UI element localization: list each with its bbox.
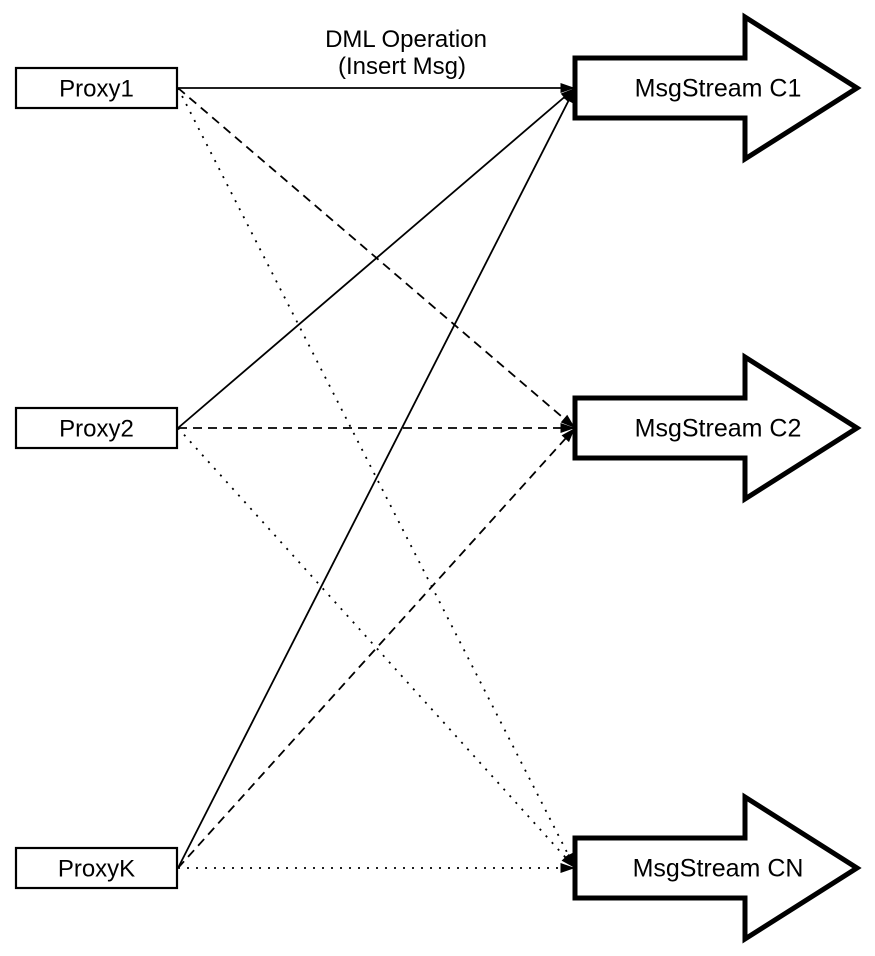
msgstream-c1-label: MsgStream C1 bbox=[635, 75, 802, 103]
proxy2-box bbox=[14, 406, 179, 450]
proxy2-label: Proxy2 bbox=[59, 416, 134, 443]
edge-label: DML Operation (Insert Msg) bbox=[325, 26, 487, 80]
msgstream-c2-node: MsgStream C2 bbox=[572, 352, 862, 504]
connection-proxy1-to-streamN bbox=[177, 87, 576, 869]
msgstream-cn-label: MsgStream CN bbox=[633, 855, 804, 883]
msgstream-c1-node: MsgStream C1 bbox=[572, 12, 862, 164]
proxy2-node: Proxy2 bbox=[14, 406, 179, 450]
proxyk-label: ProxyK bbox=[58, 856, 135, 883]
msgstream-cn-node: MsgStream CN bbox=[572, 792, 862, 944]
edge-label-line1: DML Operation bbox=[325, 26, 487, 53]
proxyk-box bbox=[14, 846, 179, 890]
connection-proxy2-to-stream1 bbox=[177, 87, 576, 429]
proxy1-label: Proxy1 bbox=[59, 76, 134, 103]
msgstream-c2-arrow-shape bbox=[572, 352, 862, 504]
msgstream-cn-arrow-shape bbox=[572, 792, 862, 944]
msgstream-c1-arrow-shape bbox=[572, 12, 862, 164]
proxyk-node: ProxyK bbox=[14, 846, 179, 890]
proxy1-box bbox=[14, 66, 179, 110]
connection-proxyK-to-stream2 bbox=[177, 427, 576, 869]
edge-label-line2: (Insert Msg) bbox=[338, 53, 466, 80]
connector-lines bbox=[177, 83, 576, 873]
msgstream-c2-label: MsgStream C2 bbox=[635, 415, 802, 443]
connection-proxyK-to-stream1 bbox=[177, 87, 576, 869]
proxy1-node: Proxy1 bbox=[14, 66, 179, 110]
